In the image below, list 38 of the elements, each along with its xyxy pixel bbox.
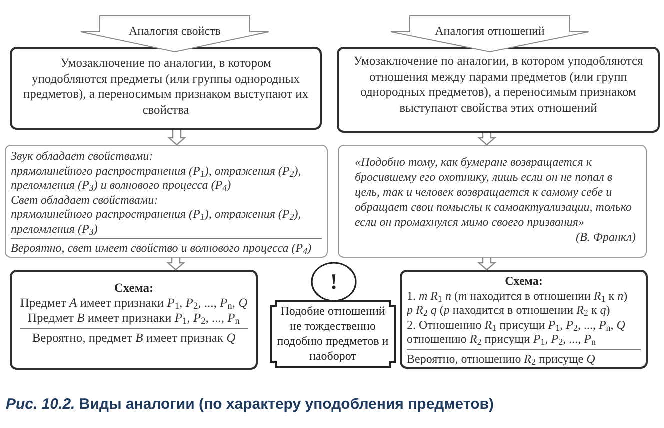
conclusion-text: Вероятно, отношению R$_{2}$ присуще Q xyxy=(407,352,596,366)
conclusion-text: Вероятно, предмет B имеет признак Q xyxy=(32,331,236,346)
definition-box xyxy=(337,47,660,133)
hollow-arrow xyxy=(167,129,187,146)
schema-box xyxy=(10,270,258,370)
quote-author: (В. Франкл) xyxy=(576,230,636,245)
quote-text: «Подобно тому, как бумеранг возвращается к бросившему его охотнику, лишь если он не попал в цель, так и человек возвращается к самому себе и обращает свои помыслы к самоактуализации, только если он промахнулся мимо своего призвания» xyxy=(355,155,634,230)
hollow-arrow xyxy=(166,257,186,271)
property-list: прямолинейного распространения (P$_{1}$), отражения (P$_{2}$), преломления (P$_{3}$) и волнового процесса (P$_{4}$) xyxy=(11,164,322,192)
schema-box xyxy=(400,270,648,369)
property-heading: Звук обладает свойствами: xyxy=(11,149,154,164)
schema-heading: Схема: xyxy=(505,274,543,288)
banner-title: Аналогия отношений xyxy=(435,24,545,38)
schema-line: p R$_{2}$ q (p находится в отношении R$_{2}$ к q) xyxy=(407,303,610,318)
definition-text: Умозаключение по аналогии, в котором уподобляются предметы (или группы однородных предметов), а переносимым признаком выступают их свойства xyxy=(22,56,310,118)
hollow-arrow xyxy=(477,132,497,146)
schema-line: 1. m R$_{1}$ n (m находится в отношении R$_{1}$ к n) xyxy=(407,288,628,303)
callout-banner xyxy=(80,15,270,53)
property-list: прямолинейного распространения (P$_{1}$), отражения (P$_{2}$), преломления (P$_{3}$) xyxy=(11,207,322,236)
exclamation-mark: ! xyxy=(330,270,338,294)
note-text: Подобие отношений не тождественно подобию предметов и наоборот xyxy=(276,304,390,364)
note-box xyxy=(270,300,396,368)
schema-line: 2. Отношению R$_{1}$ присущи P$_{1}$, P$_{2}$, ..., P$_{n}$, Q xyxy=(407,318,626,332)
property-heading: Свет обладает свойствами: xyxy=(11,192,158,207)
definition-text: Умозаключение по аналогии, в котором уподобляются отношения между парами предметов (или групп однородных предметов), а переносимым признаком выступают свойства этих отношений xyxy=(352,54,644,116)
definition-box xyxy=(10,47,322,130)
figure-caption: Рис. 10.2. Виды аналогии (по характеру уподобления предметов) xyxy=(6,396,494,414)
callout-banner xyxy=(390,15,590,53)
schema-heading: Схема: xyxy=(114,281,154,296)
schema-line: отношению R$_{2}$ присущи P$_{1}$, P$_{2}$, ..., P$_{n}$ xyxy=(407,332,596,346)
example-box xyxy=(5,145,328,258)
conclusion-text: Вероятно, свет имеет свойство и волнового процесса (P$_{4}$) xyxy=(11,241,312,256)
hollow-arrow xyxy=(477,257,497,271)
schema-line: Предмет A имеет признаки P$_{1}$, P$_{2}$, ..., P$_{n}$, Q xyxy=(20,296,248,311)
banner-title: Аналогия свойств xyxy=(129,24,221,38)
schema-line: Предмет B имеет признаки P$_{1}$, P$_{2}$, ..., P$_{n}$ xyxy=(28,311,240,326)
quote-box xyxy=(338,145,647,258)
alert-circle xyxy=(311,262,357,302)
